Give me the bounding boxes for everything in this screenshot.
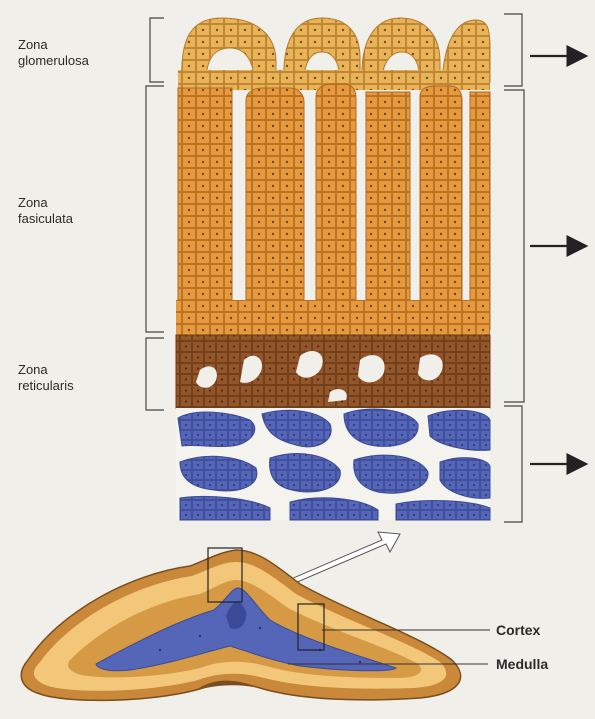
label-medulla: Medulla	[496, 656, 548, 672]
label-cortex: Cortex	[496, 622, 540, 638]
label-zona-glomerulosa-line2: glomerulosa	[18, 53, 89, 69]
zona-glomerulosa-tissue	[178, 18, 490, 90]
medulla-tissue	[176, 408, 490, 520]
right-arrows	[530, 56, 584, 464]
left-brackets	[146, 18, 164, 410]
label-zona-reticularis-line1: Zona	[18, 362, 74, 378]
label-zona-glomerulosa-line1: Zona	[18, 37, 89, 53]
adrenal-gland-section	[21, 550, 460, 700]
label-zona-fasiculata-line1: Zona	[18, 195, 73, 211]
label-zona-fasiculata: Zona fasiculata	[18, 195, 73, 227]
label-zona-reticularis-line2: reticularis	[18, 378, 74, 394]
right-brackets	[504, 14, 524, 522]
label-zona-reticularis: Zona reticularis	[18, 362, 74, 394]
zona-fasiculata-tissue	[176, 84, 490, 340]
zona-reticularis-tissue	[176, 335, 490, 408]
label-zona-fasiculata-line2: fasiculata	[18, 211, 73, 227]
label-zona-glomerulosa: Zona glomerulosa	[18, 37, 89, 69]
